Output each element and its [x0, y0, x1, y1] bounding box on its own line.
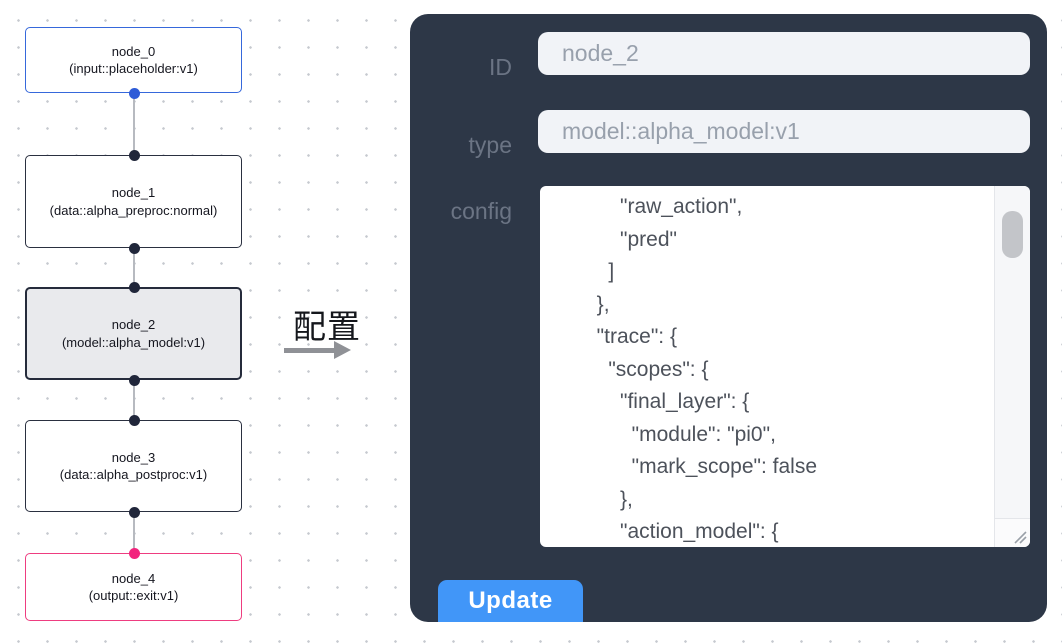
flow-edge: [133, 93, 135, 155]
flow-node-node_0[interactable]: node_0(input::placeholder:v1): [25, 27, 242, 93]
node-title: node_2: [111, 317, 156, 333]
config-field-label: config: [450, 198, 512, 224]
node-title: node_4: [111, 570, 156, 586]
configure-annotation-label: 配置: [293, 308, 361, 345]
node-subtitle: (data::alpha_postproc:v1): [59, 467, 208, 482]
node-handle-top-node_2[interactable]: [128, 281, 140, 293]
node-handle-top-node_1[interactable]: [128, 149, 140, 161]
node-subtitle: (data::alpha_preproc:normal): [49, 202, 218, 218]
config-scrollbar-thumb[interactable]: [1002, 211, 1023, 258]
id-field-input[interactable]: [538, 32, 1030, 75]
flow-node-node_3[interactable]: node_3(data::alpha_postproc:v1): [25, 420, 242, 512]
node-handle-bottom-node_3[interactable]: [128, 506, 140, 518]
config-resize-handle[interactable]: [994, 518, 1030, 547]
arrow-shaft: [284, 348, 336, 353]
node-handle-bottom-node_0[interactable]: [128, 87, 140, 99]
flow-edge: [133, 512, 135, 553]
update-button[interactable]: Update: [438, 580, 583, 622]
config-json-content[interactable]: "raw_action", "pred" ] }, "trace": { "sc…: [596, 195, 818, 543]
config-scrollbar[interactable]: [994, 186, 1030, 518]
flow-edge: [133, 380, 135, 420]
node-title: node_0: [111, 43, 156, 59]
flow-edge: [133, 248, 135, 287]
node-title: node_1: [111, 185, 156, 201]
type-field-input[interactable]: [538, 110, 1030, 153]
node-handle-bottom-node_1[interactable]: [128, 242, 140, 254]
flow-node-node_1[interactable]: node_1(data::alpha_preproc:normal): [25, 155, 242, 248]
arrow-head: [334, 341, 351, 359]
flow-node-node_2[interactable]: node_2(model::alpha_model:v1): [25, 287, 242, 380]
configure-arrow-icon: [284, 341, 352, 359]
flow-node-node_4[interactable]: node_4(output::exit:v1): [25, 553, 242, 621]
node-subtitle: (model::alpha_model:v1): [61, 334, 206, 350]
node-properties-panel: ID type config "raw_action", "pred" ] },…: [410, 14, 1047, 622]
config-json-editor[interactable]: "raw_action", "pred" ] }, "trace": { "sc…: [540, 186, 1030, 547]
node-handle-top-node_3[interactable]: [128, 414, 140, 426]
resize-grip-icon: [1014, 531, 1027, 544]
node-handle-bottom-node_2[interactable]: [128, 374, 140, 386]
id-field-label: ID: [489, 54, 512, 80]
node-subtitle: (output::exit:v1): [88, 588, 179, 603]
node-subtitle: (input::placeholder:v1): [69, 61, 198, 76]
node-handle-top-node_4[interactable]: [128, 547, 140, 559]
node-title: node_3: [111, 449, 156, 465]
type-field-label: type: [468, 132, 512, 158]
